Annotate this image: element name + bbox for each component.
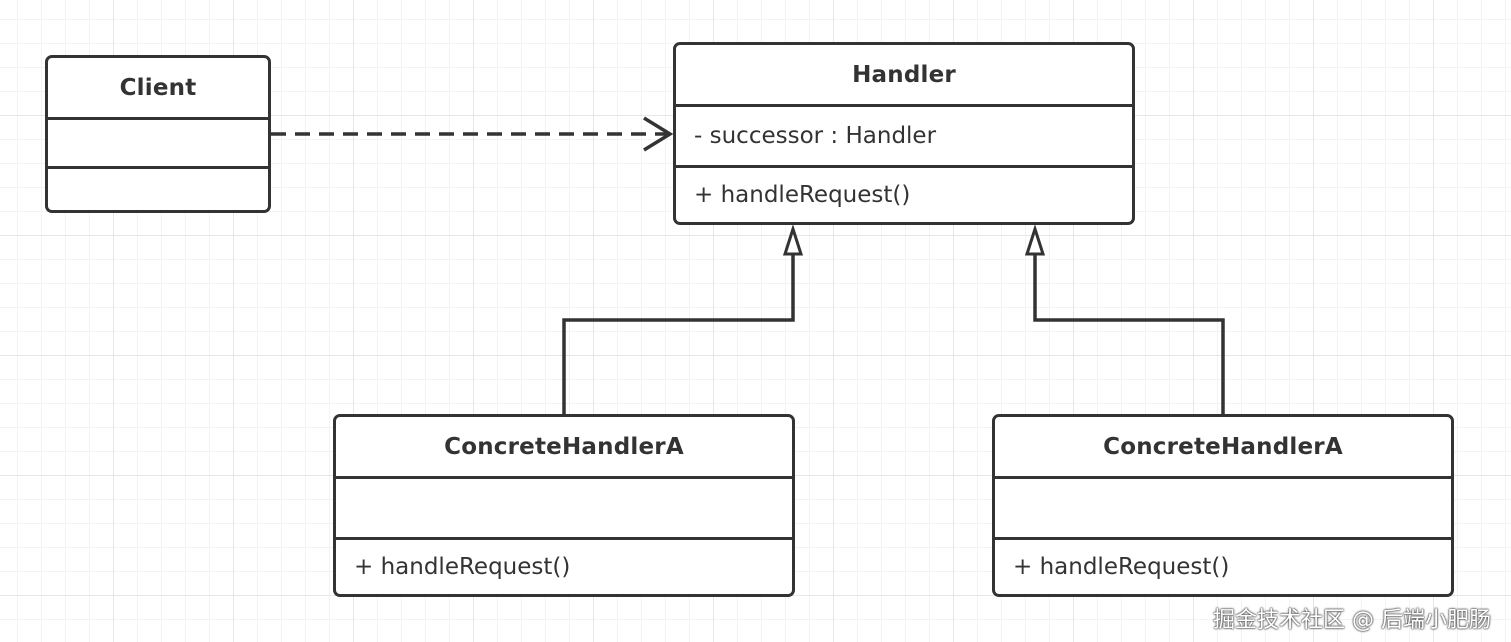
class-name: Client [119,74,197,101]
generalization-line-left [562,254,795,414]
attributes-compartment [48,117,268,166]
class-name: ConcreteHandlerA [1103,433,1343,460]
generalization-arrowhead-left [782,224,804,256]
attributes-compartment [995,476,1451,537]
generalization-arrowhead-right [1024,224,1046,256]
generalization-line-right [1033,254,1225,414]
class-concrete-handler-left[interactable]: ConcreteHandlerA + handleRequest() [333,414,795,597]
dependency-arrowhead [643,116,674,152]
class-client[interactable]: Client [45,55,271,213]
operation-handle-request: + handleRequest() [676,165,1132,222]
attributes-compartment [336,476,792,537]
operation-handle-request: + handleRequest() [336,537,792,594]
watermark-text: 掘金技术社区 @ 后端小肥肠 [1213,608,1491,633]
class-name: ConcreteHandlerA [444,433,684,460]
class-handler[interactable]: Handler - successor : Handler + handleRe… [673,42,1135,225]
attribute-successor: - successor : Handler [676,104,1132,165]
class-concrete-handler-right[interactable]: ConcreteHandlerA + handleRequest() [992,414,1454,597]
class-name: Handler [852,61,956,88]
operations-compartment [48,166,268,169]
operation-handle-request: + handleRequest() [995,537,1451,594]
